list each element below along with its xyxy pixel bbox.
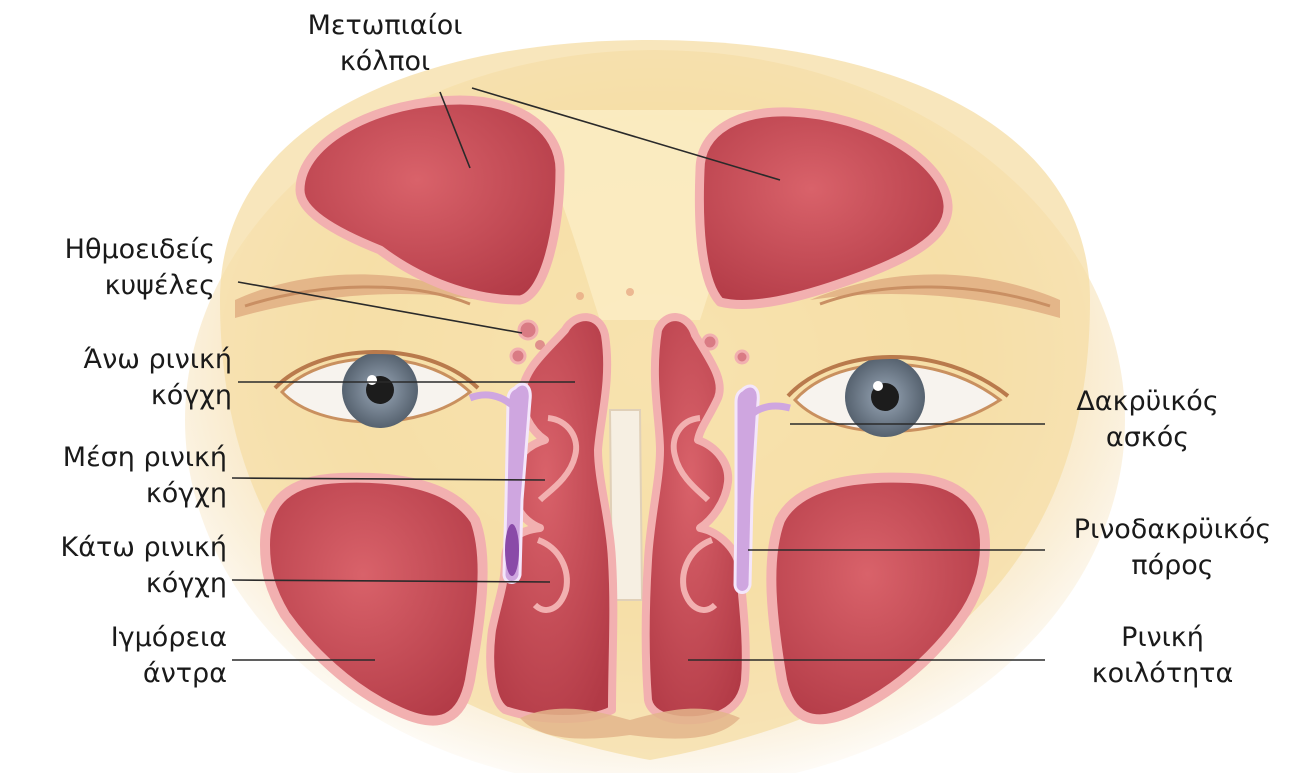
label-nasolacrimal-duct: Ρινοδακρϋικός πόρος	[1055, 512, 1290, 584]
label-lacrimal-sac: Δακρϋικός ασκός	[1050, 384, 1245, 456]
label-nasal-cavity: Ρινική κοιλότητα	[1060, 620, 1265, 692]
label-ethmoid-cells: Ηθμοειδείς κυψέλες	[10, 232, 215, 304]
maxillary-sinus-left	[265, 478, 483, 721]
label-middle-concha: Μέση ρινική κόγχη	[5, 440, 227, 512]
label-inferior-concha-line1: Κάτω ρινική	[5, 530, 227, 566]
label-superior-concha-line2: κόγχη	[10, 378, 232, 414]
label-lacrimal-sac-line1: Δακρϋικός	[1050, 384, 1245, 420]
label-nasolacrimal-duct-line2: πόρος	[1055, 548, 1290, 584]
label-ethmoid-cells-line2: κυψέλες	[10, 268, 215, 304]
label-maxillary-sinuses-line2: άντρα	[5, 656, 227, 692]
label-lacrimal-sac-line2: ασκός	[1050, 420, 1245, 456]
label-middle-concha-line2: κόγχη	[5, 476, 227, 512]
label-middle-concha-line1: Μέση ρινική	[5, 440, 227, 476]
label-ethmoid-cells-line1: Ηθμοειδείς	[10, 232, 215, 268]
label-nasolacrimal-duct-line1: Ρινοδακρϋικός	[1055, 512, 1290, 548]
label-frontal-sinuses-line2: κόλποι	[280, 44, 490, 80]
label-frontal-sinuses-line1: Μετωπιαίοι	[280, 8, 490, 44]
label-inferior-concha: Κάτω ρινική κόγχη	[5, 530, 227, 602]
label-nasal-cavity-line1: Ρινική	[1060, 620, 1265, 656]
label-superior-concha: Άνω ρινική κόγχη	[10, 342, 232, 414]
label-maxillary-sinuses: Ιγμόρεια άντρα	[5, 620, 227, 692]
label-superior-concha-line1: Άνω ρινική	[10, 342, 232, 378]
label-nasal-cavity-line2: κοιλότητα	[1060, 656, 1265, 692]
label-inferior-concha-line2: κόγχη	[5, 566, 227, 602]
label-frontal-sinuses: Μετωπιαίοι κόλποι	[280, 8, 490, 80]
label-maxillary-sinuses-line1: Ιγμόρεια	[5, 620, 227, 656]
